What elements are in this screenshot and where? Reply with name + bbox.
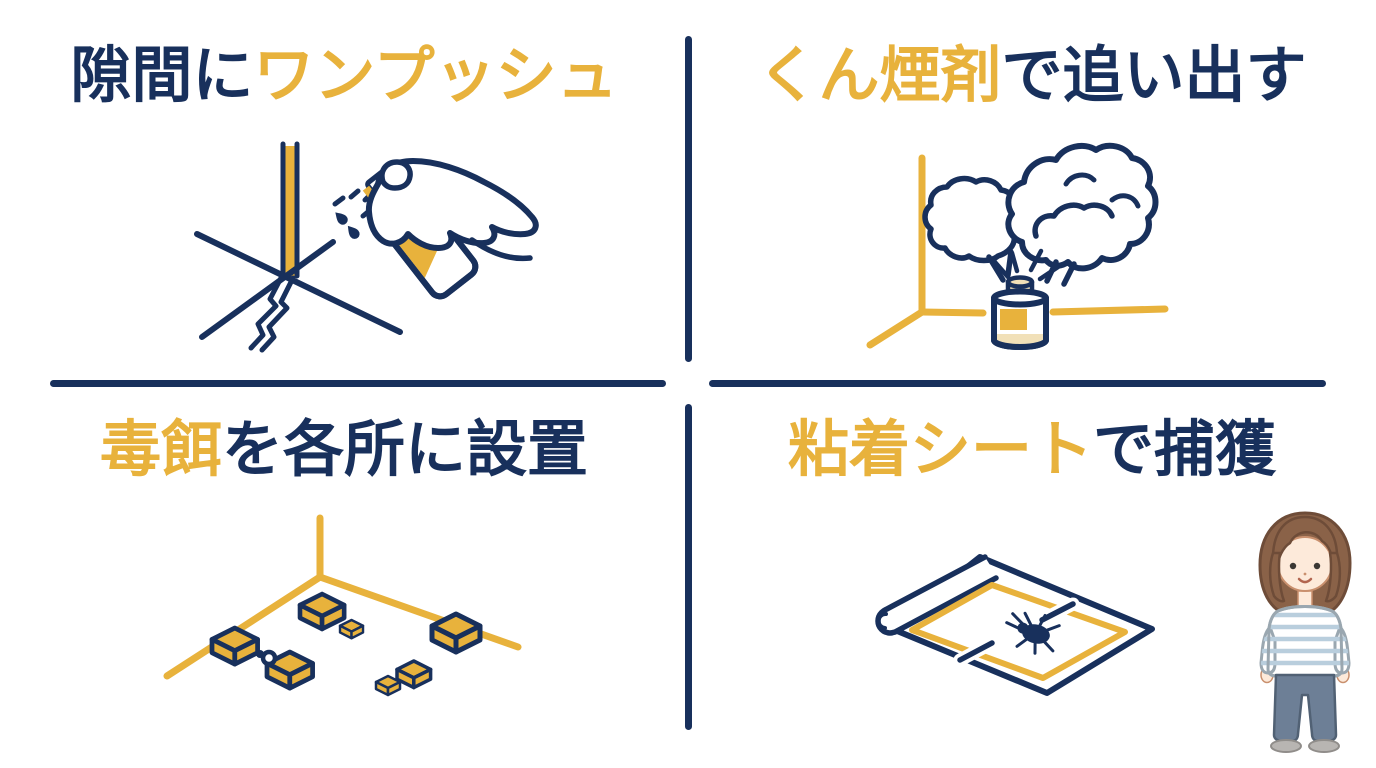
woman-character [1258,511,1352,753]
title-part: 隙間に [70,41,254,109]
woman-nose [1303,572,1307,576]
paper-roll-icon [875,554,999,636]
title-part: を各所に設置 [222,415,589,483]
bait-boxes-illustration [163,514,522,697]
panel-title-adhesive-sheet: 粘着シートで捕獲 [688,415,1376,483]
spray-lines-icon [991,248,1061,282]
sticky-sheet-icon [875,554,1155,696]
fumigant-can-icon [991,275,1049,350]
spray-droplets-icon [332,188,374,239]
divider-vertical-bottom [685,404,692,730]
spray-into-gap-illustration [194,141,539,353]
woman-shoes [1270,739,1340,753]
title-part-highlight: 粘着シート [787,415,1093,483]
smoke-cloud-icon [922,142,1159,287]
hand-icon [365,158,539,262]
woman-face [1268,515,1342,603]
title-part-highlight: ワンプッシュ [253,41,618,109]
bait-box-icon [212,594,480,697]
title-part-highlight: くん煙剤 [757,41,1002,109]
fumigant-illustration [866,142,1169,350]
title-part: で追い出す [1001,41,1307,109]
woman-eye [1313,562,1321,570]
floor-lines-icon [194,231,403,353]
divider-vertical-top [685,36,692,362]
title-part: で捕獲 [1093,415,1277,483]
title-part-highlight: 毒餌 [99,415,222,483]
woman-pants [1272,673,1338,743]
panel-title-poison-bait: 毒餌を各所に設置 [0,415,688,483]
sticky-sheet-illustration [875,554,1155,696]
woman-shirt [1259,605,1351,684]
panel-title-one-push: 隙間にワンプッシュ [0,41,688,109]
panel-title-fumigant: くん煙剤で追い出す [688,41,1376,109]
woman-eye [1289,562,1297,570]
room-corner-icon [163,514,522,680]
divider-horizontal-left [50,380,666,387]
bug-icon [1005,611,1061,655]
room-corner-icon [866,154,1169,349]
wall-gap-icon [280,141,300,279]
woman-mouth [1297,577,1313,584]
divider-horizontal-right [709,380,1326,387]
